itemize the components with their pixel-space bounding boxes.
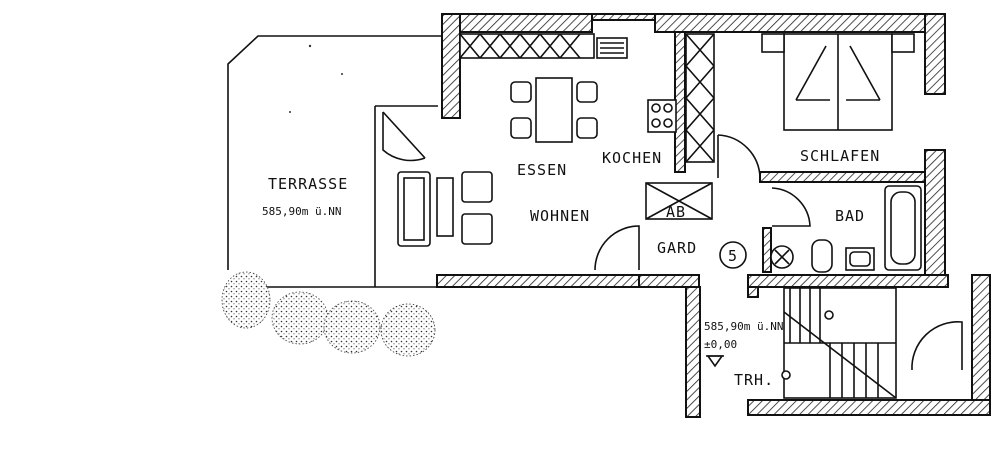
walls <box>436 13 991 418</box>
level-label-terrace: 585,90m ü.NN <box>262 205 341 218</box>
bathroom-fixtures <box>770 185 922 273</box>
shrub <box>221 271 271 329</box>
doors <box>382 111 963 371</box>
entry-door <box>911 321 963 371</box>
dining-table <box>510 77 598 143</box>
bathtub-icon <box>884 185 922 271</box>
toilet-icon <box>811 239 833 273</box>
room-label-trh: TRH. <box>734 371 774 389</box>
level-triangle-icon <box>706 355 724 368</box>
apartment-number: 5 <box>728 247 738 265</box>
room-label-bad: BAD <box>835 207 865 225</box>
apartment-marker: 5 <box>719 241 747 269</box>
room-label-essen: ESSEN <box>517 161 567 179</box>
double-bed <box>761 33 915 131</box>
room-label-ab: AB <box>666 203 686 221</box>
room-label-schlafen: SCHLAFEN <box>800 147 880 165</box>
living-door <box>594 225 640 271</box>
room-label-wohnen: WOHNEN <box>530 207 590 225</box>
handrail-post <box>781 370 791 380</box>
level-label-zero: ±0,00 <box>704 338 737 351</box>
shrub <box>271 291 329 345</box>
room-label-gard: GARD <box>657 239 697 257</box>
kitchen-door <box>717 134 761 179</box>
washbasin-icon <box>845 247 875 271</box>
room-label-terrasse: TERRASSE <box>268 175 348 193</box>
handrail-post <box>824 310 834 320</box>
stairs <box>781 287 897 399</box>
storage-cabinet <box>645 182 713 220</box>
room-label-kochen: KOCHEN <box>602 149 662 167</box>
terrace-door <box>382 112 426 162</box>
sofa <box>397 171 493 247</box>
bath-door <box>771 187 811 227</box>
terrace <box>227 35 442 288</box>
shrub <box>323 300 381 354</box>
shrub <box>380 303 436 357</box>
level-label-entry: 585,90m ü.NN <box>704 320 783 333</box>
stove-icon <box>647 99 677 133</box>
kitchen-counter <box>459 33 715 163</box>
shrubs <box>221 271 436 357</box>
